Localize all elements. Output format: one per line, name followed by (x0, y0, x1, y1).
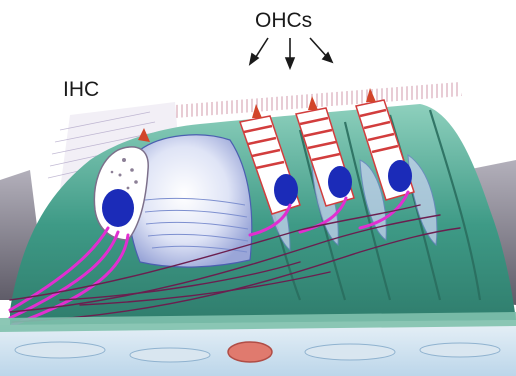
ohc-label: OHCs (255, 10, 312, 31)
ihc-label: IHC (63, 79, 99, 100)
blood-vessel (228, 342, 272, 362)
ohc-arrows (250, 38, 332, 68)
ihc-nucleus (102, 189, 134, 227)
tunnel-of-corti (129, 135, 252, 267)
